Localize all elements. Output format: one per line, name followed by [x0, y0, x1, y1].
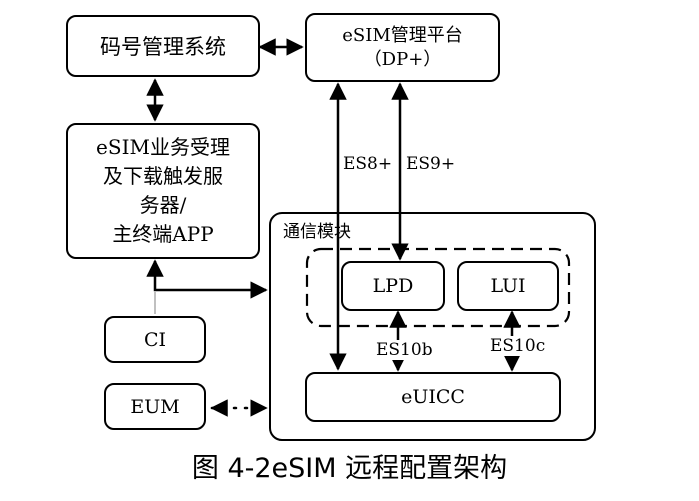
comm-module-box: [269, 212, 596, 441]
es10b-label: ES10b: [376, 340, 433, 360]
lpd-box: LPD: [341, 261, 445, 311]
lpd-label: LPD: [372, 275, 414, 297]
eum-box: EUM: [104, 383, 206, 430]
platform-title: eSIM管理平台: [342, 24, 463, 46]
lui-label: LUI: [490, 275, 526, 297]
es8-label: ES8+: [343, 154, 393, 174]
service-line-4: 主终端APP: [112, 222, 214, 246]
figure-caption: 图 4-2eSIM 远程配置架构: [191, 453, 508, 484]
lui-box: LUI: [457, 261, 559, 311]
service-line-1: eSIM业务受理: [96, 135, 230, 159]
comm-module-label: 通信模块: [283, 222, 351, 242]
service-server-app: eSIM业务受理 及下载触发服 务器/ 主终端APP: [66, 123, 260, 259]
number-management-system: 码号管理系统: [66, 15, 260, 77]
euicc-label: eUICC: [401, 386, 465, 408]
esim-management-platform: eSIM管理平台 （DP+）: [305, 13, 500, 82]
number-management-label: 码号管理系统: [100, 35, 226, 59]
es9-label: ES9+: [406, 154, 456, 174]
lpa-dashed-group: [305, 247, 571, 328]
service-line-3: 务器/: [139, 193, 187, 217]
euicc-box: eUICC: [305, 372, 561, 422]
arrow-service-comm: [146, 259, 268, 299]
service-line-2: 及下载触发服: [103, 164, 223, 188]
es10c-label: ES10c: [490, 336, 546, 356]
eum-label: EUM: [130, 395, 180, 418]
ci-box: CI: [104, 316, 206, 363]
ci-label: CI: [143, 328, 167, 351]
platform-subtitle: （DP+）: [363, 48, 442, 70]
